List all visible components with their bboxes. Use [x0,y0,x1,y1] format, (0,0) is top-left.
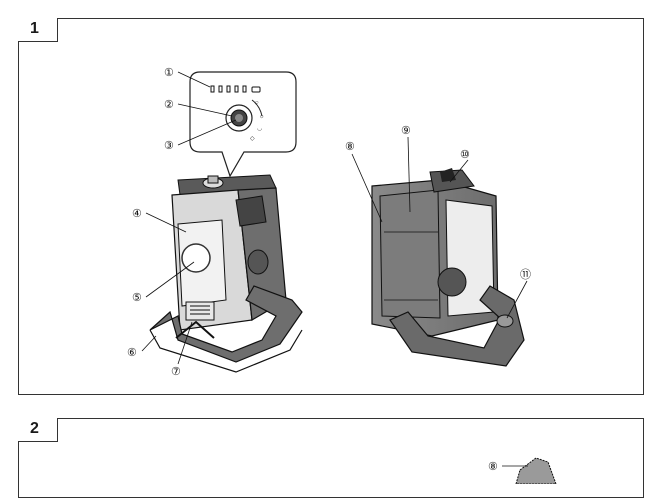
callout-5: ⑤ [132,292,142,304]
figure-2-callout-8: ⑧ [488,461,498,473]
callout-6: ⑥ [127,347,137,359]
figure-1-number: 1 [30,20,39,37]
svg-text:☼: ☼ [259,114,265,120]
callout-7: ⑦ [171,366,181,378]
callout-10: ⑩ [460,149,470,161]
mode-selector-ring: ○ ☼ ◡ ◇ [225,99,265,142]
callout-8: ⑧ [345,141,355,153]
work-light-rear-view [371,168,525,367]
figure-2-device-partial [515,457,557,484]
callout-1: ① [164,67,174,79]
device-illustration: ○ ☼ ◡ ◇ [127,67,557,484]
svg-text:◇: ◇ [250,136,255,142]
battery-led-bars [210,85,261,93]
callout-9: ⑨ [401,125,411,137]
leader-lines [141,71,528,467]
figure-2-number: 2 [30,420,39,437]
svg-text:○: ○ [255,100,259,106]
svg-text:◡: ◡ [257,126,262,132]
callout-3: ③ [164,140,174,152]
callout-11: ⑪ [520,268,531,281]
figure-2-tab: 2 [18,418,58,442]
callout-4: ④ [132,208,142,220]
callout-labels: ① ② ③ ④ ⑤ ⑥ ⑦ ⑧ ⑨ ⑩ ⑪ ⑧ [127,67,531,473]
figure-1-frame [18,18,644,395]
figure-1-tab: 1 [18,18,58,42]
control-panel-inset: ○ ☼ ◡ ◇ [189,71,297,178]
work-light-front-view [149,174,303,373]
callout-2: ② [164,99,174,111]
